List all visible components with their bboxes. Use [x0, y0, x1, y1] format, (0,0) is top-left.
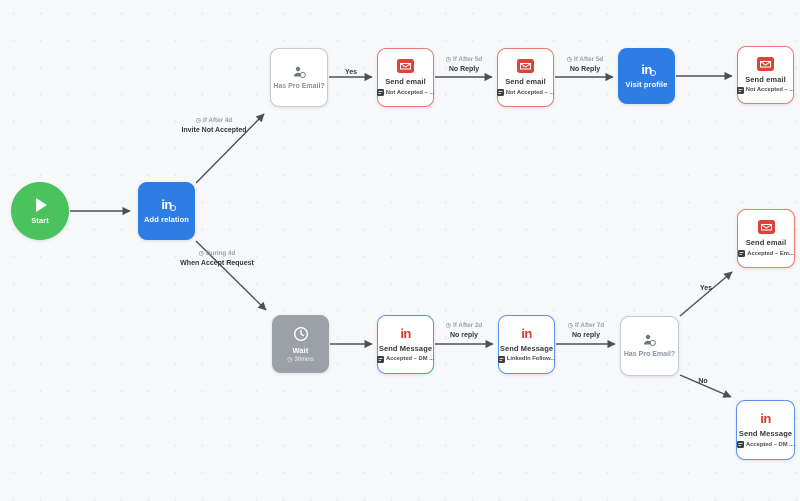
clock-icon: ◷ — [195, 117, 202, 124]
send-email-template: Not Accepted – ... — [505, 89, 555, 96]
linkedin-icon: in — [641, 63, 656, 76]
send-message-3-node[interactable]: in Send Message Accepted – DM ... — [736, 400, 795, 460]
edge-condition: No reply — [449, 331, 478, 339]
send-message-1-node[interactable]: in Send Message Accepted – DM ... — [377, 315, 434, 374]
send-email-title: Send email — [745, 238, 787, 247]
template-icon — [376, 89, 384, 96]
send-email-title: Send email — [745, 74, 786, 84]
edge-label-no-reply-1: ◷If After 5d No Reply — [446, 56, 482, 73]
envelope-icon — [397, 59, 414, 73]
envelope-icon — [517, 59, 534, 73]
send-message-2-node[interactable]: in Send Message LinkedIn Follow... — [497, 315, 556, 374]
edge-timing: If After 5d — [574, 56, 604, 63]
edge-hasproemail-sendmessage3 — [679, 374, 732, 398]
play-icon — [36, 197, 47, 212]
wait-duration: 30mins — [294, 356, 314, 363]
send-message-template: LinkedIn Follow... — [506, 356, 556, 362]
eye-icon — [649, 70, 656, 76]
person-add-icon — [169, 205, 176, 211]
template-icon — [497, 355, 505, 363]
wait-label: Wait — [292, 345, 309, 355]
edge-condition: Yes — [344, 68, 358, 76]
edge-condition: No Reply — [448, 65, 480, 73]
edge-label-no-reply-4: ◷If After 7d No reply — [568, 322, 604, 339]
start-node[interactable]: Start — [11, 182, 69, 240]
edge-label-no-reply-3: ◷If After 2d No reply — [446, 322, 482, 339]
send-email-title: Send email — [385, 77, 426, 86]
clock-icon: ◷ — [445, 56, 452, 63]
send-email-4-node[interactable]: Send email Accepted – Em... — [737, 209, 795, 268]
send-message-title: Send Message — [378, 343, 433, 353]
clock-icon: ◷ — [287, 356, 293, 363]
edge-label-yes-top: Yes — [345, 66, 357, 76]
add-relation-label: Add relation — [144, 215, 189, 224]
visit-profile-node[interactable]: in Visit profile — [618, 48, 675, 104]
edge-timing: If After 7d — [575, 322, 605, 329]
send-email-template: Accepted – Em... — [747, 250, 794, 257]
linkedin-icon: in — [760, 411, 771, 426]
edge-condition: When Accept Request — [180, 259, 254, 267]
template-icon — [737, 441, 744, 448]
person-search-icon — [293, 66, 306, 78]
edge-timing: If After 2d — [453, 322, 483, 329]
edge-condition: Yes — [699, 284, 713, 292]
send-message-title: Send Message — [499, 343, 554, 353]
add-relation-node[interactable]: in Add relation — [138, 182, 195, 240]
send-message-title: Send Message — [738, 429, 793, 438]
template-icon — [496, 89, 504, 96]
send-email-title: Send email — [505, 77, 546, 86]
edge-condition: No reply — [571, 331, 600, 339]
send-email-1-node[interactable]: Send email Not Accepted – ... — [376, 48, 435, 107]
edge-label-yes-bottom: Yes — [700, 282, 712, 292]
template-icon — [377, 355, 384, 363]
visit-profile-label: Visit profile — [625, 80, 668, 89]
linkedin-icon: in — [161, 198, 176, 211]
edge-label-accept-branch: ◷During 4d When Accept Request — [180, 250, 254, 267]
template-icon — [738, 250, 746, 257]
has-pro-email-bottom-node[interactable]: Has Pro Email? — [620, 316, 679, 376]
edge-condition: Invite Not Accepted — [181, 126, 247, 134]
edge-label-no-reply-2: ◷If After 5d No Reply — [567, 56, 603, 73]
has-pro-email-label: Has Pro Email? — [273, 82, 325, 90]
start-label: Start — [31, 215, 49, 225]
edge-condition: No — [698, 377, 708, 385]
edge-timing: If After 5d — [453, 56, 483, 63]
edge-condition: No Reply — [569, 65, 601, 73]
has-pro-email-top-node[interactable]: Has Pro Email? — [270, 48, 328, 107]
send-email-template: Not Accepted – ... — [385, 89, 435, 96]
template-icon — [736, 86, 744, 94]
edge-addrelation-hasproemail-top — [195, 113, 265, 184]
send-email-2-node[interactable]: Send email Not Accepted – ... — [496, 48, 555, 107]
has-pro-email-label: Has Pro Email? — [623, 351, 676, 358]
clock-icon: ◷ — [566, 56, 573, 63]
send-email-template: Not Accepted – ... — [745, 87, 795, 93]
person-search-icon — [644, 334, 656, 346]
edge-label-no-bottom: No — [698, 375, 707, 385]
edge-label-invite-branch: ◷If After 4d Invite Not Accepted — [181, 117, 246, 134]
edge-hasproemail-sendemail4 — [679, 271, 733, 317]
send-message-template: Accepted – DM ... — [386, 356, 434, 362]
edge-addrelation-wait — [195, 240, 267, 311]
clock-icon: ◷ — [445, 322, 452, 329]
linkedin-icon: in — [521, 325, 532, 341]
clock-icon — [293, 326, 308, 341]
envelope-icon — [757, 56, 774, 71]
clock-icon: ◷ — [567, 322, 574, 329]
send-email-3-node[interactable]: Send email Not Accepted – ... — [736, 46, 795, 104]
hourglass-icon: ◷ — [198, 250, 204, 257]
edge-timing: If After 4d — [203, 117, 233, 124]
linkedin-icon: in — [400, 325, 411, 341]
envelope-icon — [757, 220, 775, 234]
edge-timing: During 4d — [205, 250, 236, 257]
wait-node[interactable]: Wait ◷30mins — [272, 315, 329, 373]
send-message-template: Accepted – DM ... — [746, 441, 794, 448]
